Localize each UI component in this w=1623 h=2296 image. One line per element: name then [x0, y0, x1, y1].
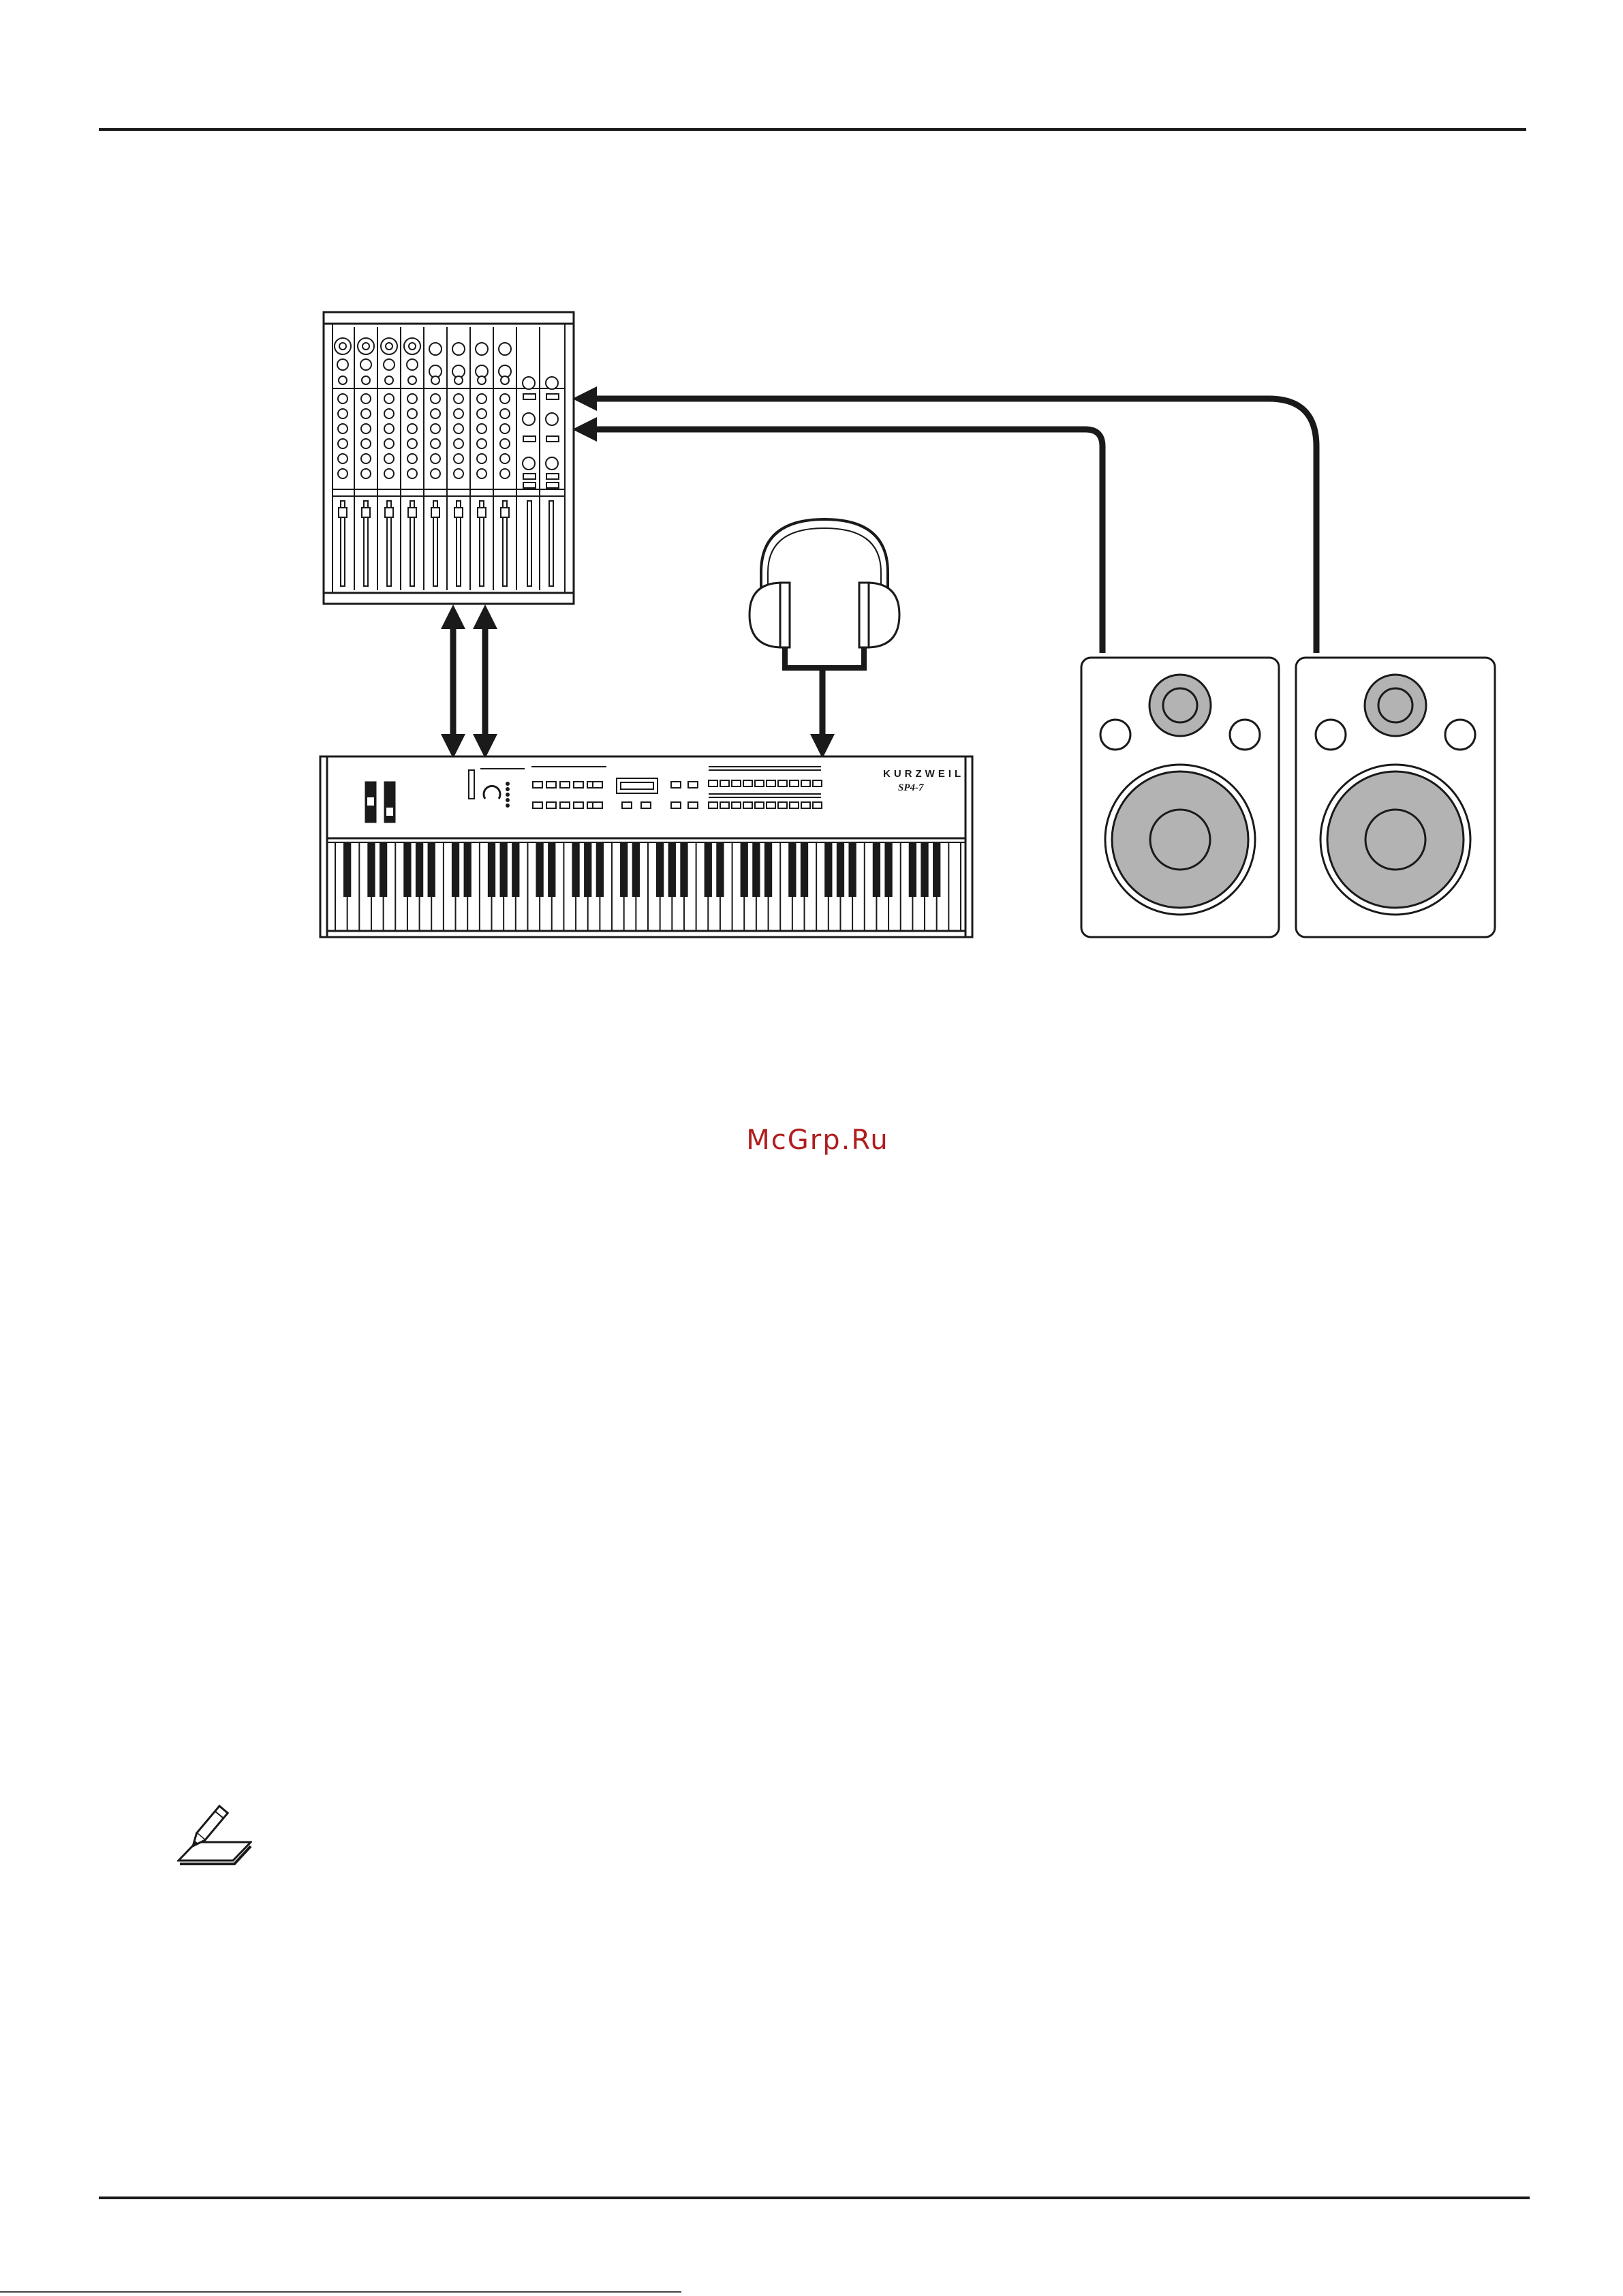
headphones — [749, 519, 899, 746]
speaker-cables — [585, 399, 1316, 653]
footer-rule — [99, 2196, 1530, 2199]
connection-diagram: KURZWEIL SP4-7 — [0, 0, 1623, 988]
pencil-note-icon — [177, 1803, 252, 1871]
keyboard-model: SP4-7 — [898, 782, 924, 793]
speaker-left — [1081, 658, 1279, 937]
keyboard — [320, 756, 972, 937]
keyboard-brand: KURZWEIL — [883, 768, 964, 780]
speaker-right — [1296, 658, 1495, 937]
footer-underline — [0, 2291, 681, 2293]
mixer-keyboard-arrows — [453, 617, 485, 746]
mixer — [324, 312, 574, 604]
watermark: McGrp.Ru — [681, 1124, 954, 1156]
